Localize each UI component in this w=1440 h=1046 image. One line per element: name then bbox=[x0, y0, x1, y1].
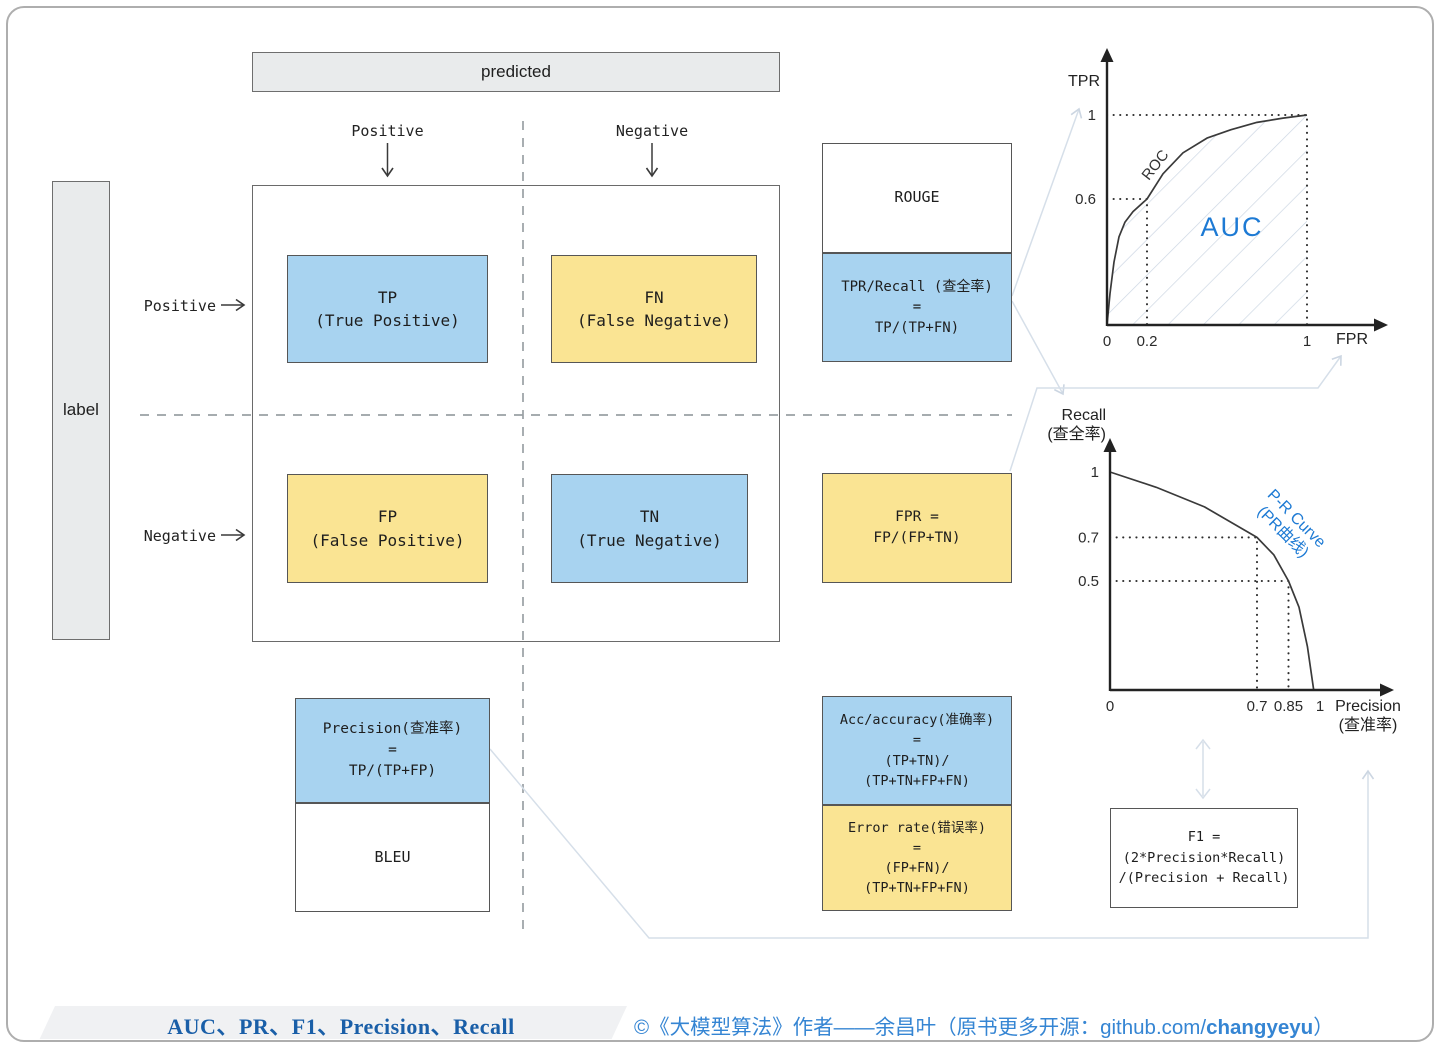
pr-y-axis-label-zh: (查全率) bbox=[1047, 426, 1106, 444]
fpr-line1: FPR = bbox=[895, 508, 939, 525]
roc-y-axis-label: TPR bbox=[1068, 73, 1100, 90]
auc-hatch-area bbox=[1107, 115, 1307, 325]
fp-abbrev: FP bbox=[377, 507, 398, 527]
rouge-box: ROUGE bbox=[822, 143, 1012, 253]
error-line3: (FP+FN)/ bbox=[884, 860, 950, 876]
tn-cell: TN (True Negative) bbox=[551, 474, 748, 583]
pr-x-axis-label-en: Precision bbox=[1335, 698, 1401, 715]
tn-fullname: (True Negative) bbox=[577, 530, 722, 550]
x-tick-label: 1 bbox=[1316, 698, 1324, 715]
roc-curve bbox=[1106, 114, 1308, 326]
rouge-label: ROUGE bbox=[894, 188, 940, 207]
f1-line3: /(Precision + Recall) bbox=[1118, 870, 1290, 887]
footer-title: AUC、PR、F1、Precision、Recall bbox=[167, 1014, 515, 1039]
y-tick-label: 1 bbox=[1088, 107, 1096, 124]
x-axis-arrowhead bbox=[1374, 318, 1388, 332]
fn-cell: FN (False Negative) bbox=[551, 255, 757, 363]
x-tick-label: 0.7 bbox=[1247, 698, 1268, 715]
fp-fullname: (False Positive) bbox=[310, 530, 465, 550]
fpr-box: FPR = FP/(FP+TN) bbox=[822, 473, 1012, 583]
pr-x-axis-label: Precision (查准率) bbox=[1328, 697, 1408, 735]
error-line1: Error rate(错误率) bbox=[847, 819, 987, 836]
bleu-label: BLEU bbox=[374, 847, 411, 866]
tpr-recall-box: TPR/Recall (查全率) = TP/(TP+FN) bbox=[822, 253, 1012, 362]
footer-credit-suffix: ） bbox=[1313, 1016, 1334, 1039]
pr-f1-double-arrow-bottom bbox=[1195, 788, 1211, 800]
row-label-positive: Positive bbox=[143, 297, 216, 315]
accuracy-box: Acc/accuracy(准确率) = (TP+TN)/ (TP+TN+FP+F… bbox=[822, 696, 1012, 805]
tpr-line3: TP/(TP+FN) bbox=[874, 319, 960, 336]
precision-line1: Precision(查准率) bbox=[322, 720, 463, 737]
x-tick-label: 0 bbox=[1103, 333, 1111, 350]
y-tick-label: 0.6 bbox=[1075, 191, 1096, 208]
tpr-line1: TPR/Recall (查全率) bbox=[841, 279, 993, 296]
error-rate-box: Error rate(错误率) = (FP+FN)/ (TP+TN+FP+FN) bbox=[822, 805, 1012, 911]
acc-line1: Acc/accuracy(准确率) bbox=[839, 712, 995, 728]
label-label: label bbox=[63, 400, 99, 420]
footer-credit-prefix: ©《大模型算法》作者——余昌叶（原书更多开源：github.com/ bbox=[634, 1016, 1207, 1039]
pr-chart: 0 0.7 0.85 1 1 0.7 0.5 P-R Curve(PR曲线) bbox=[1078, 438, 1394, 715]
tp-fullname: (True Positive) bbox=[315, 311, 460, 330]
error-line2: = bbox=[912, 839, 922, 856]
acc-line4: (TP+TN+FP+FN) bbox=[864, 772, 970, 789]
bleu-box: BLEU bbox=[295, 803, 490, 912]
f1-line2: (2*Precision*Recall) bbox=[1122, 849, 1286, 866]
tp-cell: TP (True Positive) bbox=[287, 255, 488, 363]
fn-fullname: (False Negative) bbox=[576, 311, 732, 330]
fp-cell: FP (False Positive) bbox=[287, 474, 488, 583]
precision-line2: = bbox=[388, 741, 397, 758]
fn-abbrev: FN bbox=[644, 287, 664, 307]
tpr-line2: = bbox=[912, 299, 922, 316]
col-label-negative: Negative bbox=[615, 122, 689, 140]
confusion-matrix-frame bbox=[252, 185, 780, 642]
y-tick-label: 1 bbox=[1091, 464, 1099, 481]
acc-line3: (TP+TN)/ bbox=[884, 752, 950, 769]
x-tick-label: 0 bbox=[1106, 698, 1114, 715]
predicted-header-box: predicted bbox=[252, 52, 780, 92]
pr-y-axis-label: Recall (查全率) bbox=[1020, 406, 1106, 444]
y-tick-label: 0.7 bbox=[1078, 529, 1099, 546]
precision-line3: TP/(TP+FP) bbox=[348, 763, 437, 779]
pr-curve-label: P-R Curve(PR曲线) bbox=[1250, 486, 1328, 564]
pr-x-axis-label-zh: (查准率) bbox=[1338, 717, 1398, 735]
footer-credit-github-user: changyeyu bbox=[1206, 1016, 1314, 1039]
f1-line1: F1 = bbox=[1187, 828, 1221, 845]
fpr-line2: FP/(FP+TN) bbox=[873, 530, 961, 546]
tn-abbrev: TN bbox=[639, 507, 660, 527]
precision-box: Precision(查准率) = TP/(TP+FP) bbox=[295, 698, 490, 803]
label-header-box: label bbox=[52, 181, 110, 640]
guide-dotted-line bbox=[1105, 113, 1309, 327]
guide-dotted-line bbox=[1108, 579, 1290, 692]
roc-x-axis-label: FPR bbox=[1336, 331, 1368, 348]
auc-area-label: AUC bbox=[1200, 212, 1263, 242]
row-label-negative: Negative bbox=[143, 527, 216, 545]
y-axis-arrowhead bbox=[1100, 48, 1114, 62]
tp-abbrev: TP bbox=[377, 287, 398, 307]
acc-line2: = bbox=[912, 732, 922, 749]
x-tick-label: 0.85 bbox=[1274, 698, 1303, 715]
pr-curve bbox=[1109, 471, 1315, 691]
col-label-positive: Positive bbox=[351, 122, 424, 140]
footer-credit: ©《大模型算法》作者——余昌叶（原书更多开源：github.com/changy… bbox=[634, 1010, 1430, 1040]
x-tick-label: 0.2 bbox=[1137, 333, 1158, 350]
error-line4: (TP+TN+FP+FN) bbox=[864, 880, 970, 897]
x-axis-arrowhead bbox=[1380, 683, 1394, 697]
y-tick-label: 0.5 bbox=[1078, 573, 1099, 590]
guide-dotted-line bbox=[1108, 536, 1259, 692]
f1-box: F1 = (2*Precision*Recall) /(Precision + … bbox=[1110, 808, 1298, 908]
pr-y-axis-label-en: Recall bbox=[1061, 407, 1106, 424]
x-tick-label: 1 bbox=[1303, 333, 1311, 350]
predicted-label: predicted bbox=[481, 61, 551, 81]
